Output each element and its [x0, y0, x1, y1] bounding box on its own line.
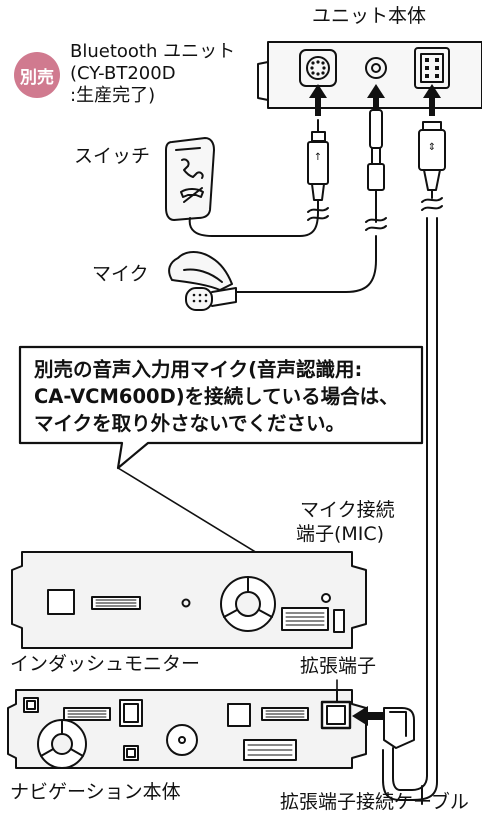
callout-note: 別売の音声入力用マイク(音声認識用: CA-VCM600D)を接続している場合は…	[20, 347, 436, 438]
steering-switch	[165, 137, 319, 237]
expansion-terminal-label: 拡張端子	[300, 655, 377, 677]
svg-text:⇕: ⇕	[428, 142, 436, 153]
cable-break-marks	[307, 197, 443, 231]
switch-label: スイッチ	[74, 145, 151, 167]
callout-line-2: CA-VCM600D)を接続している場合は、	[34, 384, 399, 408]
navigation-unit	[7, 689, 367, 769]
mic-connector	[235, 109, 385, 293]
svg-text:↑: ↑	[314, 152, 322, 163]
bluetooth-unit-body	[257, 41, 482, 109]
callout-line-3: マイクを取り外さないでください。	[34, 411, 346, 435]
left-arrow-icon	[352, 706, 384, 726]
in-dash-monitor	[11, 551, 367, 649]
mic-terminal-label-line2: 端子(MIC)	[296, 523, 385, 545]
expansion-cable-label: 拡張端子接続ケーブル	[280, 791, 469, 813]
bluetooth-unit-label-line3: :生産完了)	[70, 85, 156, 106]
in-dash-monitor-label: インダッシュモニター	[10, 653, 201, 675]
mic-terminal-label-line1: マイク接続	[300, 499, 395, 521]
expansion-plug	[383, 707, 415, 749]
bluetooth-unit-label-line2: (CY-BT200D	[70, 63, 176, 84]
phone-off-hook-icon	[181, 158, 204, 179]
phone-hang-up-icon	[180, 187, 204, 203]
bluetooth-unit-label-line1: Bluetooth ユニット	[70, 41, 236, 62]
navigation-unit-label: ナビゲーション本体	[10, 781, 181, 803]
option-badge: 別売	[14, 52, 60, 98]
expansion-cable: ⇕	[382, 121, 446, 805]
mic-label: マイク	[92, 263, 149, 285]
microphone	[168, 251, 237, 311]
mini-jack-port-icon	[365, 57, 387, 79]
callout-bubble	[18, 345, 424, 470]
switch-connector: ↑	[307, 119, 329, 201]
callout-line-1: 別売の音声入力用マイク(音声認識用:	[34, 358, 363, 381]
up-arrow-icon	[309, 84, 441, 116]
unit-body-label: ユニット本体	[312, 5, 427, 27]
